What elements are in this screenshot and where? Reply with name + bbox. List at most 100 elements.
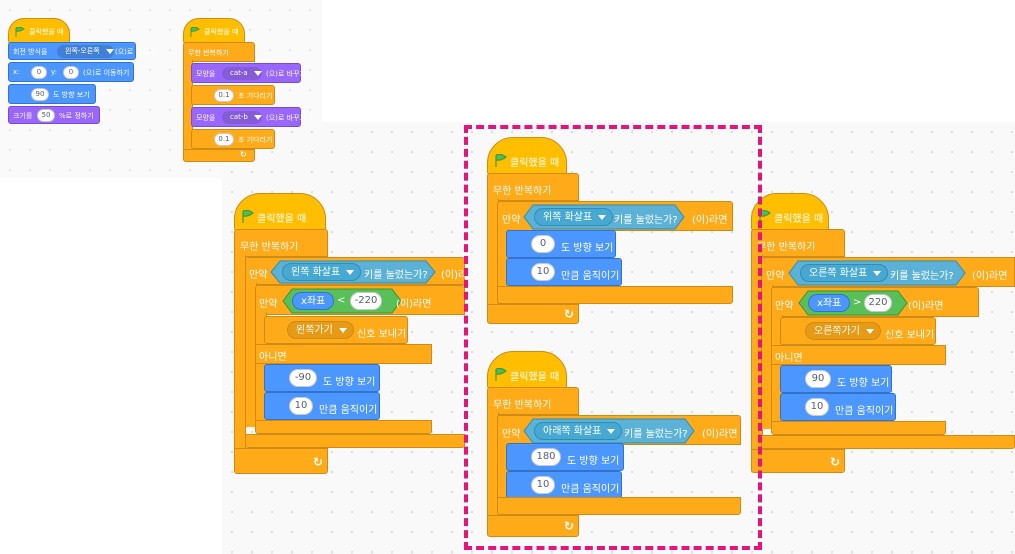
x-position-reporter[interactable]: x좌표 [292, 292, 335, 310]
direction-input[interactable]: 180 [531, 448, 561, 466]
go-to-xy-block[interactable]: x: 0 y: 0 (으)로 이동하기 [8, 62, 134, 82]
if-else-block-top[interactable]: 만약 왼쪽 화살표 키를 눌렀는가? (이)라면 [245, 257, 476, 285]
costume-value: cat-a [230, 69, 248, 77]
inner-if-else-top[interactable]: 만약 x좌표 < -220 (이)라면 [255, 285, 465, 315]
set-rotation-style-block[interactable]: 회전 방식을 왼쪽-오른쪽 (으)로 정하기 [8, 42, 155, 60]
inner-if-else-top[interactable]: 만약 x좌표 > 220 (이)라면 [771, 287, 979, 317]
wait-input[interactable]: 0.1 [214, 133, 234, 146]
switch-costume-block-b[interactable]: 모양을 cat-b (으)로 바꾸기 [191, 107, 306, 127]
green-flag-icon [190, 27, 200, 37]
if-block-top[interactable]: 만약 위쪽 화살표 키를 눌렀는가? (이)라면 [497, 201, 733, 231]
if-label: 만약 [249, 270, 268, 281]
inner-if-bottom [255, 420, 432, 434]
move-steps-block[interactable]: 10 만큼 움직이기 [780, 393, 896, 421]
when-flag-clicked-hat[interactable]: 클릭했을 때 [183, 18, 245, 44]
move-steps-block[interactable]: 10 만큼 움직이기 [506, 258, 622, 286]
direction-input[interactable]: -90 [289, 369, 317, 387]
x-position-reporter[interactable]: x좌표 [808, 294, 851, 312]
hat-label: 클릭했을 때 [257, 214, 307, 225]
when-flag-clicked-hat[interactable]: 클릭했을 때 [8, 18, 70, 44]
broadcast-suffix: 신호 보내기 [885, 330, 935, 341]
forever-label: 무한 반복하기 [493, 400, 552, 411]
key-dropdown[interactable]: 오른쪽 화살표 [800, 264, 889, 282]
steps-input[interactable]: 10 [531, 263, 555, 281]
inner-else-bar: 아니면 [255, 344, 432, 364]
direction-input[interactable]: 90 [31, 88, 49, 101]
when-flag-clicked-hat[interactable]: 클릭했을 때 [234, 193, 326, 231]
x-input[interactable]: 0 [31, 66, 47, 79]
chevron-down-icon [598, 214, 607, 220]
rot-suffix: (으)로 정하기 [115, 48, 155, 56]
wait-block-2[interactable]: 0.1 초 기다리기 [191, 129, 275, 149]
key-dropdown[interactable]: 아래쪽 화살표 [534, 422, 623, 440]
switch-costume-block-a[interactable]: 모양을 cat-a (으)로 바꾸기 [191, 63, 306, 83]
costume-dropdown[interactable]: cat-b [222, 111, 262, 124]
broadcast-dropdown[interactable]: 오른쪽가기 [805, 322, 881, 340]
x-compare-input[interactable]: -220 [350, 292, 382, 310]
steps-input[interactable]: 10 [531, 476, 555, 494]
point-in-direction-block[interactable]: 180 도 방향 보기 [506, 443, 624, 471]
forever-block-top[interactable]: 무한 반복하기 [487, 387, 579, 415]
steps-input[interactable]: 10 [805, 398, 829, 416]
point-in-direction-block[interactable]: -90 도 방향 보기 [264, 364, 380, 392]
green-flag-icon [495, 154, 507, 167]
costume-dropdown[interactable]: cat-a [222, 67, 262, 80]
forever-block-bottom: ↻ [751, 449, 845, 473]
y-input[interactable]: 0 [63, 66, 79, 79]
set-size-block[interactable]: 크기를 50 %로 정하기 [8, 106, 100, 124]
green-flag-icon [242, 210, 254, 223]
direction-input[interactable]: 0 [531, 235, 555, 253]
inner-if-label: 만약 [775, 301, 794, 312]
hat-label: 클릭했을 때 [29, 28, 64, 36]
rotation-style-dropdown[interactable]: 왼쪽-오른쪽 [57, 45, 114, 58]
broadcast-block[interactable]: 왼쪽가기 신호 보내기 [264, 316, 408, 344]
loop-arrow-icon: ↻ [313, 455, 324, 469]
if-bottom [497, 286, 733, 304]
size-label: 크기를 [13, 112, 33, 120]
wait-input[interactable]: 0.1 [214, 89, 234, 102]
chevron-down-icon [253, 70, 262, 76]
forever-block-top[interactable]: 무한 반복하기 [234, 229, 328, 257]
x-label: x: [13, 68, 20, 76]
direction-suffix: 도 방향 보기 [837, 378, 890, 389]
forever-arm [183, 60, 193, 152]
x-compare-input[interactable]: 220 [864, 294, 892, 312]
broadcast-block[interactable]: 오른쪽가기 신호 보내기 [780, 317, 936, 345]
forever-block-bottom: ↻ [487, 515, 579, 537]
steps-input[interactable]: 10 [289, 397, 313, 415]
if-bottom [761, 435, 1015, 449]
if-bottom [245, 434, 465, 448]
if-else-block-top[interactable]: 만약 오른쪽 화살표 키를 눌렀는가? (이)라면 [761, 257, 1015, 287]
then-label: (이)라면 [441, 270, 477, 281]
key-value: 오른쪽 화살표 [809, 268, 868, 279]
broadcast-dropdown[interactable]: 왼쪽가기 [287, 321, 354, 339]
when-flag-clicked-hat[interactable]: 클릭했을 때 [751, 193, 829, 231]
if-block-top[interactable]: 만약 아래쪽 화살표 키를 눌렀는가? (이)라면 [497, 415, 741, 445]
hat-label: 클릭했을 때 [510, 158, 560, 169]
move-steps-block[interactable]: 10 만큼 움직이기 [264, 392, 380, 420]
point-in-direction-block[interactable]: 90 도 방향 보기 [8, 84, 96, 104]
highlight-box [464, 125, 762, 550]
direction-input[interactable]: 90 [805, 370, 831, 388]
forever-block-top[interactable]: 무한 반복하기 [751, 229, 845, 257]
size-suffix: %로 정하기 [59, 112, 94, 120]
rotation-style-value: 왼쪽-오른쪽 [65, 47, 100, 55]
wait-block-1[interactable]: 0.1 초 기다리기 [191, 85, 275, 105]
loop-arrow-icon: ↻ [564, 307, 575, 321]
key-dropdown[interactable]: 위쪽 화살표 [534, 208, 614, 226]
if-label: 만약 [766, 271, 785, 282]
forever-block-top[interactable]: 무한 반복하기 [183, 42, 255, 62]
direction-suffix: 도 방향 보기 [561, 243, 614, 254]
inner-then-label: (이)라면 [908, 301, 944, 312]
point-in-direction-block[interactable]: 0 도 방향 보기 [506, 230, 616, 258]
key-dropdown[interactable]: 왼쪽 화살표 [282, 263, 362, 281]
costume-suffix: (으)로 바꾸기 [266, 70, 306, 78]
costume-suffix: (으)로 바꾸기 [266, 114, 306, 122]
forever-block-top[interactable]: 무한 반복하기 [487, 173, 579, 201]
direction-suffix: 도 방향 보기 [53, 91, 90, 99]
direction-suffix: 도 방향 보기 [567, 456, 620, 467]
chevron-down-icon [607, 428, 616, 434]
key-value: 왼쪽 화살표 [291, 267, 341, 278]
point-in-direction-block[interactable]: 90 도 방향 보기 [780, 365, 892, 393]
size-input[interactable]: 50 [37, 109, 55, 122]
